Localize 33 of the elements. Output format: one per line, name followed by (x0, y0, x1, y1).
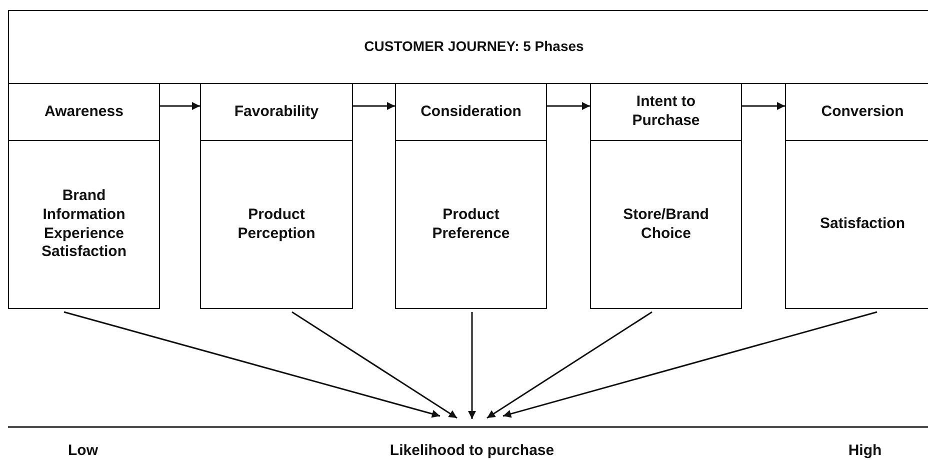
arrow (160, 102, 200, 110)
box-label: CUSTOMER JOURNEY: 5 Phases (364, 38, 584, 56)
phase-box (395, 83, 547, 141)
factor-text: Satisfaction (820, 215, 906, 234)
axis-label: High (848, 442, 882, 459)
phase-name: Awareness (44, 102, 124, 122)
arrow (64, 311, 440, 418)
axis-label: Likelihood to purchase (390, 442, 554, 459)
phase-name: Intent to Purchase (631, 93, 701, 131)
factor-box (590, 140, 742, 309)
axis-label: Low (68, 442, 98, 459)
factor-text: Product Preference (431, 206, 511, 244)
phase-box (8, 83, 160, 141)
title-box (8, 10, 928, 84)
factor-box (8, 140, 160, 309)
factor-text: Product Perception (236, 206, 316, 244)
arrow (292, 311, 458, 419)
arrow (742, 102, 785, 110)
arrow (353, 102, 395, 110)
factor-text: Store/Brand Choice (622, 206, 710, 244)
factor-box (785, 140, 928, 309)
factor-text: Brand Information Experience Satisfaction (40, 187, 128, 262)
arrow (547, 102, 590, 110)
phase-box (590, 83, 742, 141)
arrow (468, 312, 476, 419)
factor-box (395, 140, 547, 309)
factor-box (200, 140, 353, 309)
phase-name: Consideration (420, 102, 522, 122)
phase-name: Favorability (234, 102, 319, 122)
arrow (502, 311, 878, 418)
phase-box (200, 83, 353, 141)
phase-name: Conversion (821, 102, 904, 122)
arrow (486, 311, 652, 419)
